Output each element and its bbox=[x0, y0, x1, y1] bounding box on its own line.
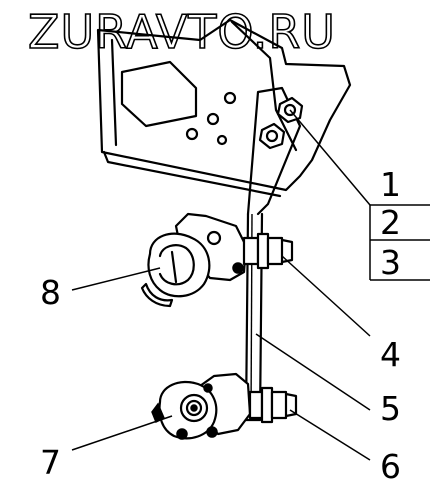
callout-4: 4 bbox=[380, 335, 401, 374]
callout-6: 6 bbox=[380, 447, 401, 486]
leader-5 bbox=[255, 333, 371, 411]
leader-1 bbox=[289, 109, 371, 206]
leader-lines bbox=[71, 109, 371, 461]
leader-8 bbox=[71, 267, 161, 291]
bolt-nut-assembly bbox=[258, 96, 304, 150]
leader-4 bbox=[281, 255, 371, 337]
coupling-head-lower bbox=[151, 372, 298, 440]
mounting-bracket bbox=[96, 18, 352, 198]
callout-5: 5 bbox=[380, 389, 401, 428]
leader-6 bbox=[289, 409, 371, 461]
callout-3: 3 bbox=[380, 243, 401, 282]
callout-stack-frame bbox=[369, 204, 430, 281]
callout-8: 8 bbox=[40, 273, 61, 312]
callout-1: 1 bbox=[380, 165, 401, 204]
callout-7: 7 bbox=[40, 443, 61, 482]
watermark-text: ZURAVTO.RU bbox=[28, 5, 336, 59]
leader-7 bbox=[71, 415, 173, 451]
callout-2: 2 bbox=[380, 203, 401, 242]
coupling-head-upper bbox=[140, 212, 294, 308]
